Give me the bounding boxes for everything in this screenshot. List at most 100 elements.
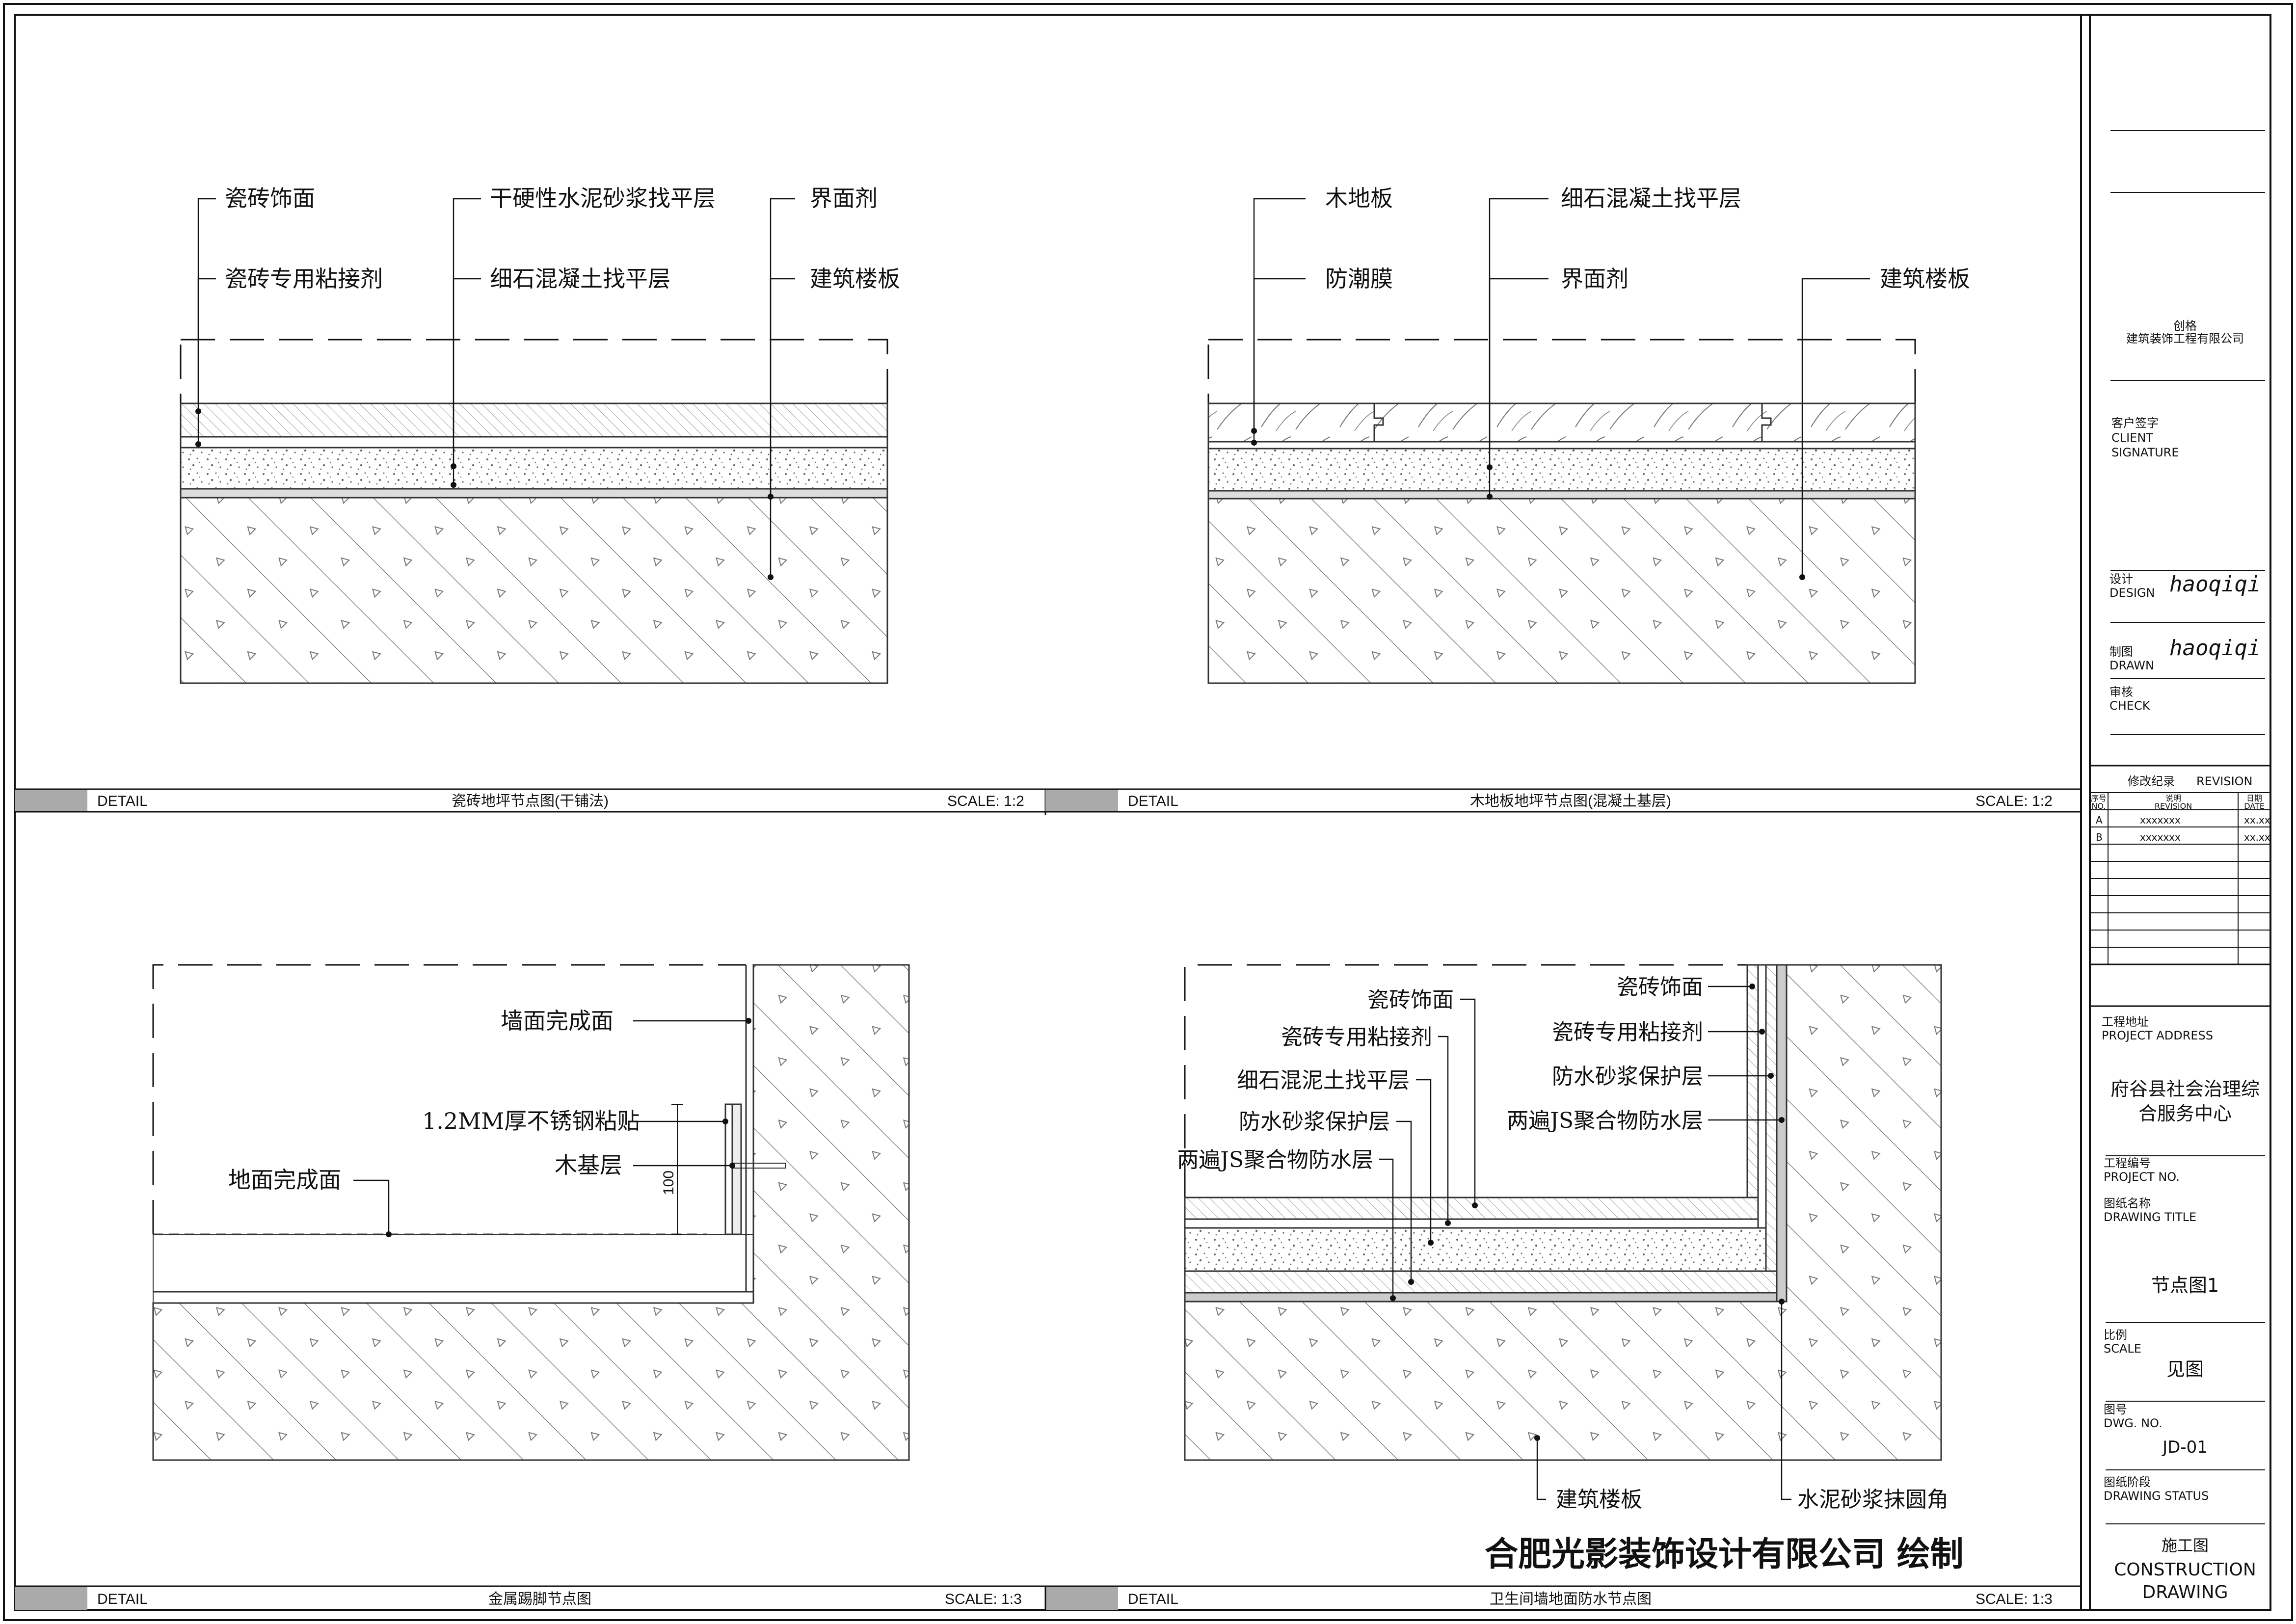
label-floor-tile: 瓷砖饰面 <box>1367 987 1454 1012</box>
svg-text:PROJECT ADDRESS: PROJECT ADDRESS <box>2102 1029 2213 1042</box>
label-tile-finish: 瓷砖饰面 <box>225 185 315 212</box>
outer-border <box>3 3 2293 1621</box>
svg-text:图纸阶段: 图纸阶段 <box>2104 1475 2151 1489</box>
svg-text:序号: 序号 <box>2091 794 2107 803</box>
drawing-scale: 见图 <box>2166 1358 2204 1380</box>
detail-title-2: 木地板地坪节点图(混凝土基层) <box>1470 793 1671 809</box>
svg-text:客户签字: 客户签字 <box>2111 416 2159 430</box>
svg-text:xx.xx: xx.xx <box>2244 831 2270 843</box>
label-floor-protect: 防水砂浆保护层 <box>1239 1109 1390 1134</box>
svg-text:SCALE: 1:2: SCALE: 1:2 <box>947 793 1024 809</box>
label-floor-membrane: 两遍JS聚合物防水层 <box>1177 1147 1373 1172</box>
adhesive-layer <box>180 436 888 449</box>
label-fine-concrete: 细石混凝土找平层 <box>1561 185 1741 212</box>
wall-and-slab <box>152 964 910 1461</box>
svg-text:SIGNATURE: SIGNATURE <box>2111 446 2179 459</box>
label-wood-floor: 木地板 <box>1325 185 1393 212</box>
svg-text:B: B <box>2096 831 2103 843</box>
detail-bathroom-waterproof: 瓷砖饰面 瓷砖专用粘接剂 细石混泥土找平层 防水砂浆保护层 两遍JS聚合物防水层… <box>1177 964 1949 1512</box>
detail-title-1: 瓷砖地坪节点图(干铺法) <box>452 793 609 809</box>
svg-text:日期: 日期 <box>2246 794 2262 803</box>
svg-text:xx.xx: xx.xx <box>2244 814 2270 826</box>
fine-concrete-layer <box>1207 448 1916 492</box>
mortar-layer <box>180 447 888 490</box>
wall-protect <box>1765 964 1778 1272</box>
svg-text:图号: 图号 <box>2104 1403 2127 1416</box>
svg-text:CONSTRUCTION: CONSTRUCTION <box>2114 1560 2256 1580</box>
detail-title-3: 金属踢脚节点图 <box>488 1591 591 1607</box>
svg-text:REVISION: REVISION <box>2155 801 2192 811</box>
label-slab: 建筑楼板 <box>1556 1487 1642 1512</box>
svg-text:DESIGN: DESIGN <box>2109 586 2155 600</box>
label-tile-adhesive: 瓷砖专用粘接剂 <box>225 266 383 292</box>
svg-text:DETAIL: DETAIL <box>1128 793 1178 809</box>
label-floor-adhesive: 瓷砖专用粘接剂 <box>1281 1025 1432 1050</box>
design-signature: haoqiqi <box>2169 572 2260 597</box>
dimension-100: 100 <box>661 1171 677 1195</box>
label-interface-agent: 界面剂 <box>810 185 878 212</box>
svg-text:REVISION: REVISION <box>2196 774 2253 788</box>
svg-text:DWG. NO.: DWG. NO. <box>2104 1416 2163 1430</box>
wood-base <box>731 1103 742 1235</box>
svg-text:SCALE: 1:3: SCALE: 1:3 <box>945 1591 1022 1607</box>
label-fillet: 水泥砂浆抹圆角 <box>1797 1487 1949 1512</box>
concrete-slab <box>1207 498 1916 684</box>
label-wall-adhesive: 瓷砖专用粘接剂 <box>1552 1020 1703 1045</box>
floor-leveling <box>1184 1227 1767 1272</box>
svg-text:DRAWING STATUS: DRAWING STATUS <box>2104 1489 2209 1503</box>
moisture-film <box>1207 441 1916 450</box>
label-slab: 建筑楼板 <box>810 266 900 292</box>
label-floor-finish: 地面完成面 <box>228 1167 341 1193</box>
svg-text:xxxxxxx: xxxxxxx <box>2140 831 2181 843</box>
label-wall-finish: 墙面完成面 <box>501 1008 614 1034</box>
label-wall-tile: 瓷砖饰面 <box>1617 975 1703 1000</box>
label-wall-protect: 防水砂浆保护层 <box>1552 1064 1703 1089</box>
agent-layer <box>1207 490 1916 500</box>
drawing-status: 施工图 <box>2162 1536 2209 1555</box>
detail-metal-skirting: 100 墙面完成面 1.2MM厚不锈钢粘贴 木基层 地面完成面 <box>152 964 910 1461</box>
floor-protect <box>1184 1270 1778 1294</box>
project-address: 府谷县社会治理综 <box>2110 1078 2260 1100</box>
label-steel-sheet: 1.2MM厚不锈钢粘贴 <box>422 1108 640 1134</box>
svg-text:制图: 制图 <box>2109 645 2133 659</box>
floor-tile <box>1184 1197 1759 1220</box>
drawing-number: JD-01 <box>2162 1438 2208 1457</box>
titlebar-4: DETAIL 卫生间墙地面防水节点图 SCALE: 1:3 <box>1044 1585 2081 1610</box>
svg-text:SCALE: 1:3: SCALE: 1:3 <box>1976 1591 2053 1607</box>
drawing-title: 节点图1 <box>2151 1275 2219 1296</box>
svg-text:DETAIL: DETAIL <box>97 793 148 809</box>
svg-text:设计: 设计 <box>2109 572 2133 586</box>
svg-text:xxxxxxx: xxxxxxx <box>2140 814 2181 826</box>
detail-tile-floor: 瓷砖饰面 瓷砖专用粘接剂 干硬性水泥砂浆找平层 细石混凝土找平层 界面剂 建筑楼… <box>180 185 900 684</box>
label-fine-concrete: 细石混凝土找平层 <box>490 266 670 292</box>
detail-title-4: 卫生间墙地面防水节点图 <box>1490 1591 1652 1607</box>
wood-layer <box>1207 402 1916 443</box>
floor-membrane <box>1184 1292 1788 1303</box>
svg-text:CLIENT: CLIENT <box>2111 431 2153 445</box>
agent-layer <box>180 488 888 499</box>
svg-text:SCALE: SCALE <box>2104 1342 2141 1356</box>
label-floor-leveling: 细石混泥土找平层 <box>1237 1068 1410 1093</box>
label-slab: 建筑楼板 <box>1880 266 1970 292</box>
svg-text:NO.: NO. <box>2092 801 2106 811</box>
drawn-signature: haoqiqi <box>2169 636 2260 661</box>
titlebar-3: DETAIL 金属踢脚节点图 SCALE: 1:3 <box>15 1585 1045 1610</box>
steel-sheet <box>724 1103 733 1235</box>
svg-text:DRAWN: DRAWN <box>2109 659 2154 672</box>
company-stamp: 合肥光影装饰设计有限公司 绘制 <box>1485 1535 1964 1574</box>
svg-text:DATE: DATE <box>2244 801 2265 811</box>
wall-membrane <box>1776 964 1788 1303</box>
svg-text:审核: 审核 <box>2109 685 2133 699</box>
svg-text:DRAWING TITLE: DRAWING TITLE <box>2104 1210 2196 1224</box>
svg-text:修改纪录: 修改纪录 <box>2128 774 2175 788</box>
titlebar-2: DETAIL 木地板地坪节点图(混凝土基层) SCALE: 1:2 <box>1045 788 2081 813</box>
label-wood-base: 木基层 <box>555 1152 622 1178</box>
svg-text:工程地址: 工程地址 <box>2102 1015 2149 1029</box>
svg-text:合服务中心: 合服务中心 <box>2138 1103 2232 1124</box>
label-wall-membrane: 两遍JS聚合物防水层 <box>1507 1108 1703 1133</box>
svg-text:说明: 说明 <box>2165 794 2181 803</box>
concrete-slab <box>180 497 888 684</box>
label-moisture-film: 防潮膜 <box>1325 266 1393 292</box>
label-interface-agent: 界面剂 <box>1561 266 1629 292</box>
